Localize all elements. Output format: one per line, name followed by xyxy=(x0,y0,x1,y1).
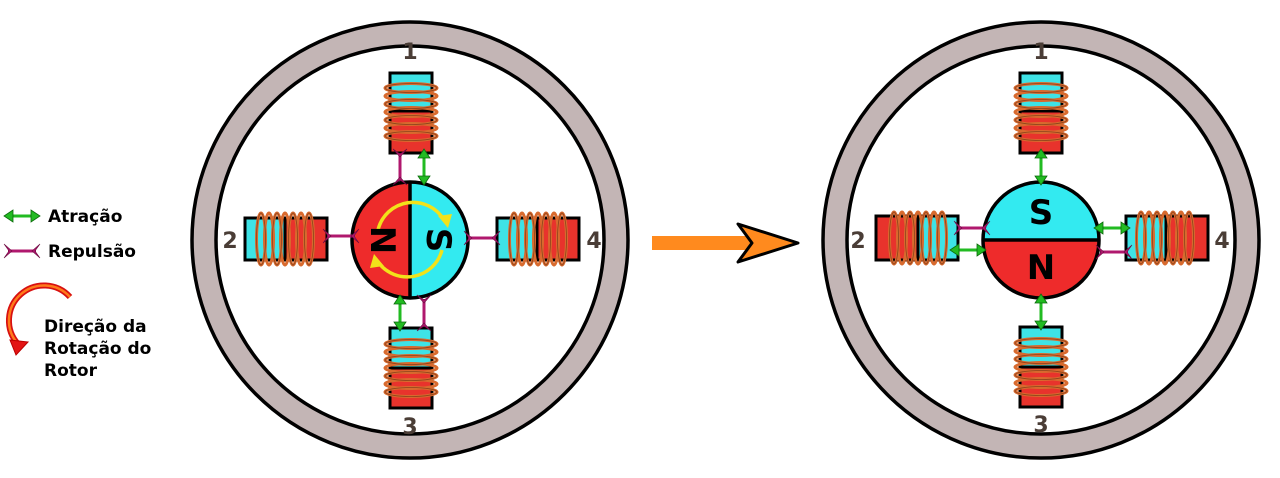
coil-4 xyxy=(495,211,581,267)
coil-1-label: 1 xyxy=(402,40,417,65)
attraction-arrow-icon xyxy=(2,208,42,224)
legend-attraction-label: Atração xyxy=(48,207,122,227)
rotation-direction-arrow-icon xyxy=(376,200,446,231)
coil-3 xyxy=(383,326,439,410)
coil-4 xyxy=(1124,210,1210,266)
rotor-north-label: N xyxy=(1027,248,1055,288)
coil-3 xyxy=(1013,325,1069,409)
coil-2-label: 2 xyxy=(222,229,237,254)
coil-1-label: 1 xyxy=(1033,40,1048,65)
coil-2-label: 2 xyxy=(850,229,865,254)
rotor-north-label: N xyxy=(362,226,402,254)
coil-1 xyxy=(1013,71,1069,155)
coil-4-label: 4 xyxy=(1214,229,1229,254)
coil-3-label: 3 xyxy=(402,415,417,440)
motor-left: N S 1 2 3 4 xyxy=(190,20,630,460)
coil-2 xyxy=(874,210,960,266)
rotation-direction-icon xyxy=(6,282,73,356)
coil-2 xyxy=(243,211,329,267)
coil-4-label: 4 xyxy=(586,229,601,254)
coil-3-label: 3 xyxy=(1033,413,1048,438)
transition-arrow-icon xyxy=(652,222,800,264)
legend-rotation-line3: Rotor xyxy=(44,361,98,381)
rotor: N S xyxy=(350,180,470,300)
rotor-south-label: S xyxy=(418,228,458,253)
legend-rotation-line1: Direção da xyxy=(44,317,147,337)
rotor: S N xyxy=(981,180,1101,300)
legend-rotation-line2: Rotação do xyxy=(44,339,151,359)
legend: Atração Repulsão Direção da Rotação do R… xyxy=(2,207,151,381)
rotor-south-label: S xyxy=(1029,193,1054,233)
motor-right: S N 1 2 3 4 xyxy=(821,20,1261,460)
legend-repulsion-label: Repulsão xyxy=(48,242,136,262)
coil-1 xyxy=(383,71,439,155)
repulsion-arrow-icon xyxy=(2,242,42,260)
